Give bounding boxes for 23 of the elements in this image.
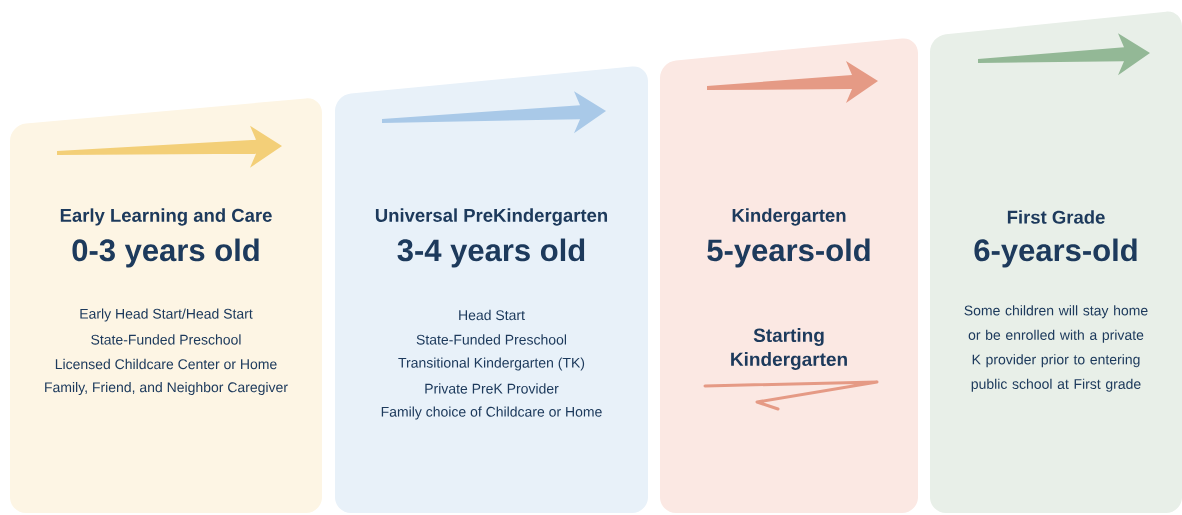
list-item: Family choice of Childcare or Home: [381, 406, 602, 420]
list-item: Licensed Childcare Center or Home: [55, 358, 277, 370]
panel-heading: Universal PreKindergarten: [375, 208, 607, 226]
list-item: Private PreK Provider: [425, 383, 559, 394]
list-item: State-Funded Preschool: [91, 334, 241, 345]
list-item: Transitional Kindergarten (TK): [398, 357, 585, 371]
list-item: Family, Friend, and Neighbor Caregiver: [45, 381, 288, 395]
panel: [660, 38, 918, 513]
panel-heading: Kindergarten: [732, 208, 846, 226]
panel: [10, 98, 322, 513]
age-range: 0-3 years old: [72, 238, 259, 268]
list-item: State-Funded Preschool: [416, 334, 567, 345]
note-text: Some children will stay home or be enrolled with a private K provider prior to entering public school at First grade: [964, 305, 1148, 392]
panel-heading: First Grade: [1007, 210, 1105, 224]
subheading: Starting Kindergarten: [731, 328, 847, 370]
list-item: Head Start: [459, 309, 525, 321]
age-range: 6-years-old: [974, 238, 1137, 268]
panel: [335, 66, 648, 513]
age-range: 3-4 years old: [397, 238, 585, 268]
list-item: Early Head Start/Head Start: [80, 308, 253, 322]
age-range: 5-years-old: [707, 238, 870, 268]
panel-heading: Early Learning and Care: [60, 208, 272, 226]
panel: [930, 11, 1182, 513]
